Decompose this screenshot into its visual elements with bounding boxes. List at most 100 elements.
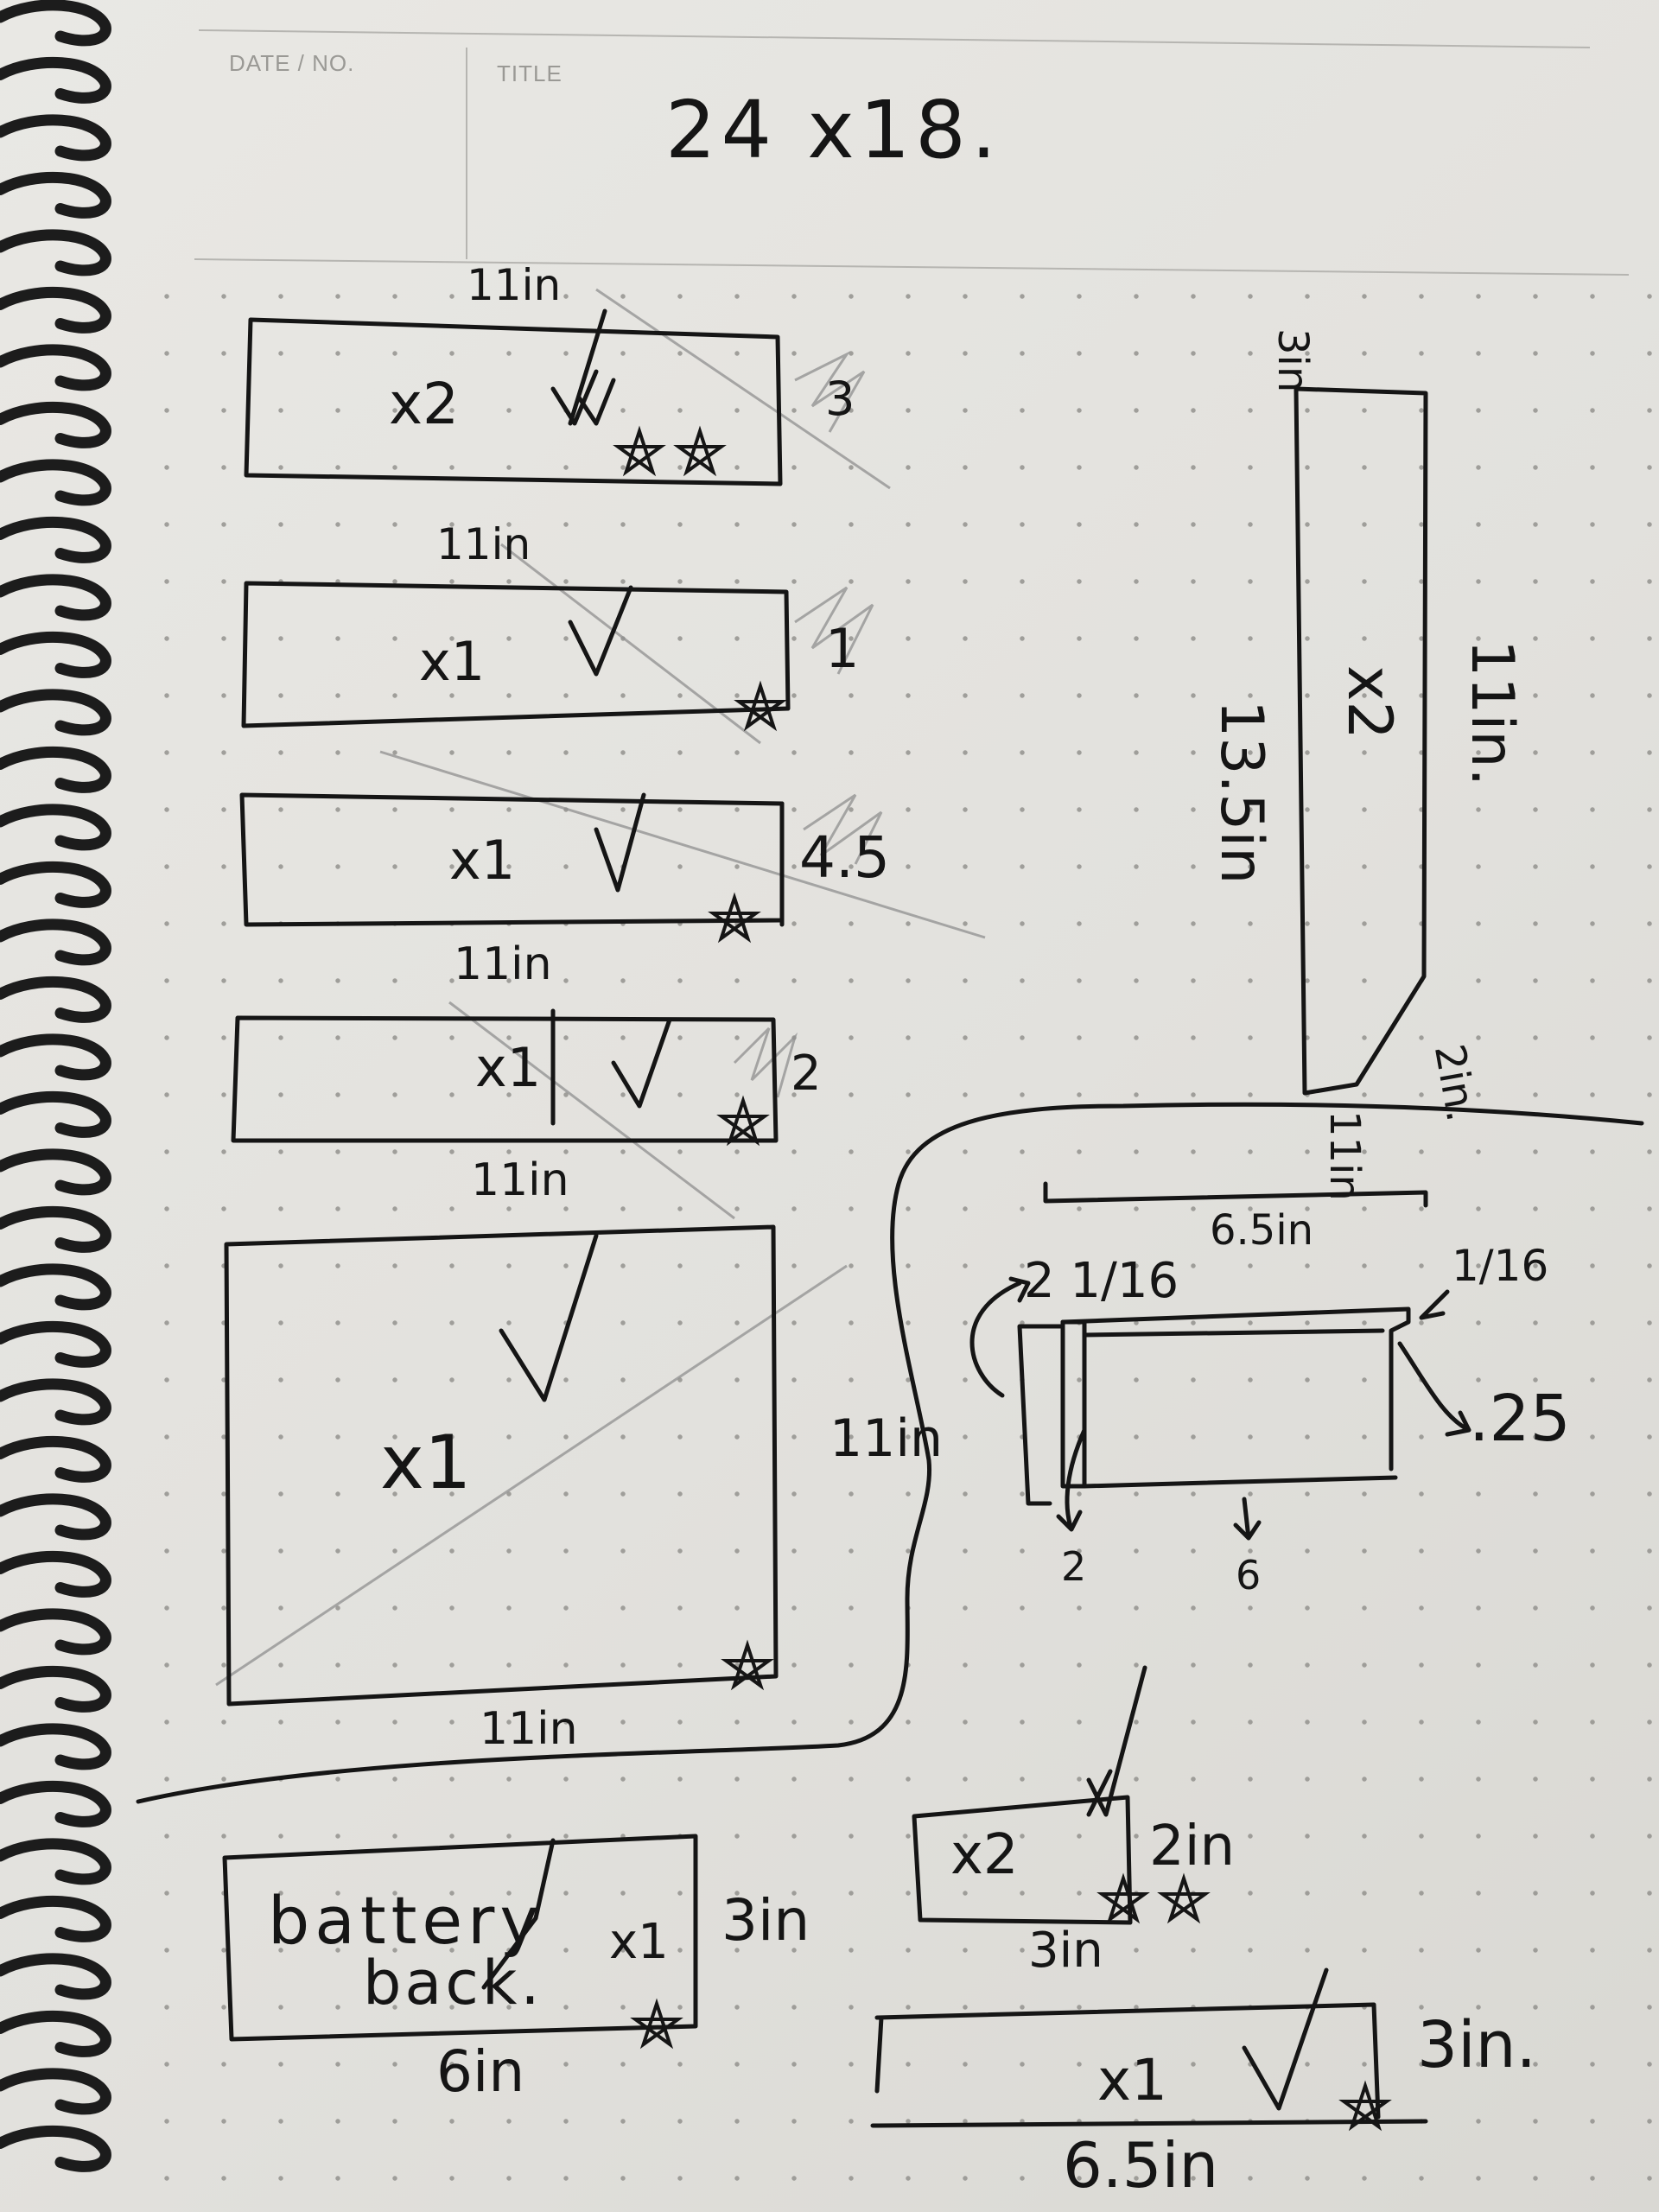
star-mark	[1096, 1872, 1150, 1924]
piece1-qty: x2	[389, 371, 460, 437]
piece1-rect	[244, 317, 783, 486]
star-mark	[716, 1095, 770, 1147]
date-label: DATE / NO.	[229, 50, 355, 76]
spiral-ring	[0, 2125, 111, 2172]
spiral-ring	[0, 344, 111, 391]
spiral-ring	[0, 918, 111, 966]
page-title: 24 x18.	[665, 84, 1002, 176]
piece3-bottom-dim: 11in	[454, 938, 552, 990]
spiral-ring	[0, 516, 111, 563]
spiral-ring	[0, 1608, 111, 1656]
pencil-strikes	[215, 288, 986, 1687]
piece4-bottom-dim: 11in	[471, 1154, 569, 1206]
spiral-ring	[0, 574, 111, 621]
spiral-ring	[0, 1895, 111, 1942]
box-left-label: 2 1/16	[1024, 1253, 1179, 1309]
long-piece-left-dim: 13.5in	[1207, 700, 1275, 885]
spiral-ring	[0, 1550, 111, 1598]
spiral-ring	[0, 2068, 111, 2115]
spiral-ring	[0, 1723, 111, 1770]
piece5-rect	[224, 1224, 779, 1707]
piece5-side-dim: 11in	[830, 1408, 944, 1469]
spiral-binding	[0, 0, 111, 2172]
spiral-ring	[0, 1780, 111, 1827]
long-piece-qty: x2	[1334, 665, 1405, 740]
spiral-ring	[0, 1435, 111, 1483]
piece3-side-dim: 4.5	[799, 824, 890, 891]
star-mark	[734, 680, 787, 732]
star-mark	[1157, 1872, 1211, 1924]
long-piece-bottom-dim: 11in	[1320, 1110, 1369, 1201]
piece3-qty: x1	[449, 829, 516, 892]
spiral-ring	[0, 1838, 111, 1885]
spiral-ring	[0, 1493, 111, 1541]
bottom-piece-rect	[870, 2002, 1428, 2128]
spiral-ring	[0, 631, 111, 678]
spiral-ring	[0, 459, 111, 506]
box-bottom-left-label: 2	[1061, 1543, 1087, 1590]
piece2-top-dim: 11in	[436, 519, 531, 569]
spiral-ring	[0, 171, 111, 219]
spiral-ring	[0, 286, 111, 334]
spiral-ring	[0, 229, 111, 276]
spiral-ring	[0, 1148, 111, 1196]
spiral-ring	[0, 861, 111, 908]
spiral-ring	[0, 976, 111, 1023]
star-mark	[721, 1639, 774, 1691]
battery-bottom-dim: 6in	[436, 2038, 525, 2105]
spiral-ring	[0, 1090, 111, 1138]
spiral-ring	[0, 689, 111, 736]
bottom-piece-bottom-dim: 6.5in	[1063, 2129, 1219, 2202]
star-marks	[613, 425, 1392, 2132]
box-right-top-label: 1/16	[1452, 1241, 1549, 1291]
battery-line2: back.	[363, 1948, 543, 2018]
battery-line1: battery	[268, 1882, 544, 1959]
spiral-ring	[0, 1665, 111, 1713]
box-width-dim: 6.5in	[1210, 1206, 1314, 1255]
piece1-side-dim: 3	[825, 372, 855, 426]
small-piece-bottom-dim: 3in	[1028, 1923, 1103, 1979]
section-border	[136, 1102, 1644, 1804]
spiral-ring	[0, 114, 111, 162]
long-piece	[1294, 386, 1428, 1096]
box-right-label: .25	[1469, 1382, 1571, 1456]
piece4-rect	[231, 1015, 779, 1143]
spiral-ring	[0, 401, 111, 448]
star-mark	[673, 425, 727, 477]
star-mark	[613, 425, 666, 477]
spiral-ring	[0, 56, 111, 104]
small-piece-qty: x2	[950, 1823, 1019, 1887]
spiral-ring	[0, 1378, 111, 1426]
spiral-ring	[0, 0, 111, 47]
header-lines	[194, 29, 1630, 276]
battery-side-dim: 3in	[721, 1887, 810, 1954]
title-label: TITLE	[497, 60, 563, 86]
piece4-qty: x1	[475, 1036, 542, 1099]
bottom-piece-side-dim: 3in.	[1417, 2008, 1537, 2082]
star-mark	[630, 1998, 683, 2050]
small-piece-side-dim: 2in	[1149, 1815, 1236, 1878]
piece1-top-dim: 11in	[467, 260, 562, 310]
long-piece-corner-dim: 2in.	[1424, 1040, 1486, 1126]
spiral-ring	[0, 804, 111, 851]
spiral-ring	[0, 1205, 111, 1253]
battery-rect	[222, 1834, 698, 2042]
battery-qty: x1	[609, 1914, 669, 1970]
spiral-ring	[0, 1033, 111, 1081]
ink-lines	[136, 308, 1644, 2128]
spiral-ring	[0, 746, 111, 793]
piece5-qty: x1	[380, 1420, 472, 1506]
spiral-ring	[0, 1263, 111, 1311]
piece2-qty: x1	[419, 630, 486, 693]
spiral-ring	[0, 2010, 111, 2057]
spiral-ring	[0, 1320, 111, 1368]
piece2-side-dim: 1	[825, 617, 860, 680]
long-piece-top-dim: 3in	[1268, 328, 1317, 393]
small-piece-rect	[912, 1795, 1133, 1925]
bottom-piece-qty: x1	[1097, 2047, 1168, 2113]
piece5-bottom-dim: 11in	[480, 1703, 578, 1755]
piece4-side-dim: 2	[791, 1046, 822, 1102]
star-mark	[1338, 2080, 1392, 2132]
